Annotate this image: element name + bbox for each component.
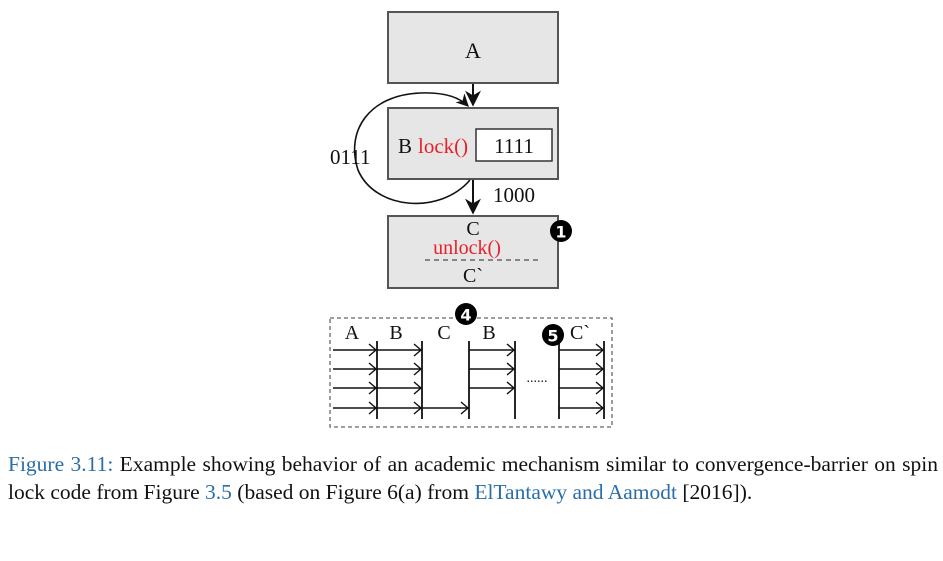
arrowhead-icon <box>413 401 423 415</box>
arrowhead-icon <box>413 343 423 357</box>
timeline-label-b: B <box>389 322 402 344</box>
exit-mask-label: 1000 <box>493 183 535 207</box>
block-b: B lock() 1111 <box>387 107 559 180</box>
caption-text-2: (based on Figure 6(a) from <box>231 480 475 504</box>
block-c-call: unlock() <box>433 237 501 259</box>
timeline-label-a: A <box>345 322 360 344</box>
arrowhead-icon <box>595 401 605 415</box>
arrowhead-icon <box>460 401 470 415</box>
block-b-mask: 1111 <box>494 134 534 158</box>
arrowhead-icon <box>506 362 516 376</box>
svg-text:5: 5 <box>547 327 558 346</box>
arrowhead-icon <box>413 381 423 395</box>
arrowhead-icon <box>595 343 605 357</box>
block-c-label: C <box>466 218 479 240</box>
timeline-labels: A B C B C` <box>345 322 590 344</box>
block-b-call: lock() <box>418 134 468 158</box>
badge-5: 5 <box>542 324 564 346</box>
svg-text:4: 4 <box>460 306 471 325</box>
block-b-label: B <box>398 134 412 158</box>
loop-mask-label: 0111 <box>330 145 370 169</box>
citation-link[interactable]: ElTantawy and Aamodt <box>474 480 678 504</box>
arrowhead-icon <box>506 381 516 395</box>
caption-text-1: Example showing behavior of an academic … <box>8 452 938 504</box>
arrowhead-icon <box>595 362 605 376</box>
block-a: A <box>387 11 559 84</box>
timeline-label-b2: B <box>482 322 495 344</box>
arrowhead-icon <box>368 401 378 415</box>
thread-arrows <box>333 343 605 415</box>
badge-1: 1 <box>550 220 572 242</box>
timeline-barriers <box>376 341 605 419</box>
mask-box <box>475 128 553 162</box>
timeline-ellipsis: ...... <box>527 371 548 386</box>
arrowhead-icon <box>413 362 423 376</box>
timeline-label-c: C <box>437 322 450 344</box>
block-c-label2: C` <box>463 265 483 287</box>
arrowhead-icon <box>368 381 378 395</box>
diagram: A B lock() 1111 0111 1000 C unlock() C` … <box>329 11 613 428</box>
figure-caption: Figure 3.11: Example showing behavior of… <box>8 450 938 506</box>
timeline-label-c-prime: C` <box>570 322 590 344</box>
edge-loop-b <box>353 92 471 205</box>
svg-text:1: 1 <box>555 223 566 242</box>
block-c: C unlock() C` <box>387 215 559 289</box>
arrowhead-icon <box>506 343 516 357</box>
arrowhead-icon <box>595 381 605 395</box>
arrowhead-icon <box>368 343 378 357</box>
block-a-label: A <box>465 38 481 63</box>
arrowhead-icon <box>368 362 378 376</box>
figure-ref-link[interactable]: 3.5 <box>205 480 232 504</box>
badge-4: 4 <box>455 303 477 325</box>
figure-number: Figure 3.11: <box>8 452 114 476</box>
caption-text-3: [2016]). <box>677 480 753 504</box>
